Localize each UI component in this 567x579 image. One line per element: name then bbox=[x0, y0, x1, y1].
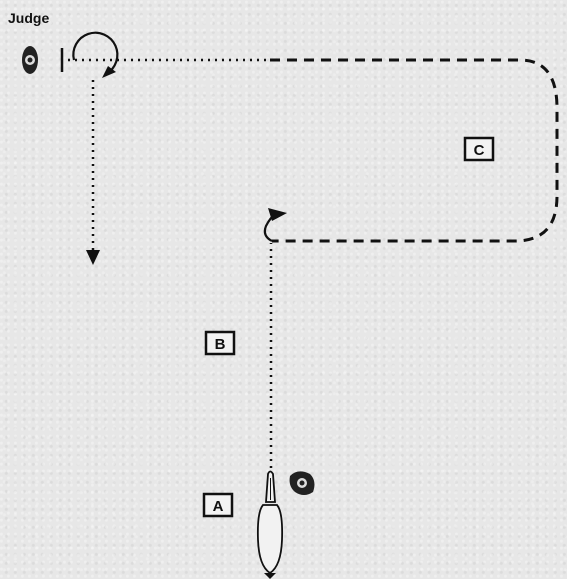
marker-a: A bbox=[202, 492, 234, 518]
handler-icon bbox=[289, 471, 315, 495]
judge-icon bbox=[22, 46, 38, 74]
marker-b: B bbox=[204, 330, 236, 356]
marker-a-label: A bbox=[213, 498, 224, 515]
down-arrow-icon bbox=[86, 250, 100, 265]
marker-c-label: C bbox=[474, 142, 485, 159]
judge-label: Judge bbox=[8, 10, 49, 26]
marker-c: C bbox=[463, 136, 495, 162]
dashed-loop-path bbox=[270, 58, 559, 243]
horse-icon bbox=[256, 470, 284, 579]
turn-circle-path bbox=[72, 31, 119, 75]
marker-b-label: B bbox=[215, 336, 226, 353]
hook-arrow-icon bbox=[268, 208, 287, 221]
turn-arrow-icon bbox=[102, 66, 116, 78]
